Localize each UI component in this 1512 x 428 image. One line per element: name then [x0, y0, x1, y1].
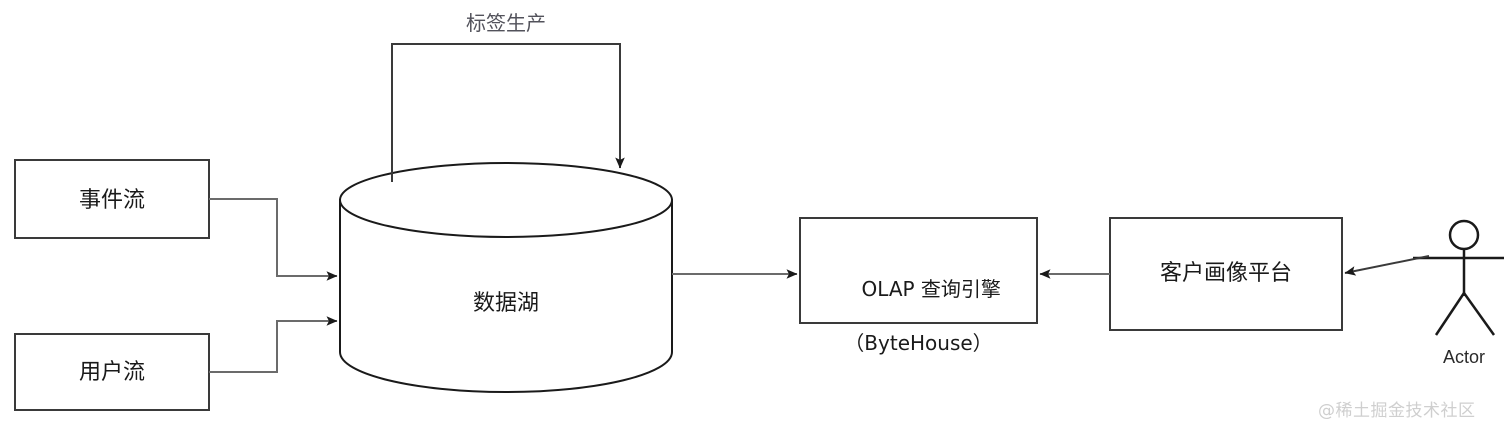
node-actor[interactable]	[1413, 219, 1504, 336]
actor-leg-right	[1462, 292, 1496, 336]
node-olap-engine[interactable]	[799, 217, 1038, 324]
watermark: @稀土掘金技术社区	[1318, 401, 1476, 421]
node-event-stream[interactable]	[14, 159, 210, 239]
edge-actor-to-profile	[1344, 255, 1430, 276]
actor-leg-left	[1434, 292, 1466, 336]
actor-head-icon	[1448, 219, 1480, 251]
node-profile-platform[interactable]	[1109, 217, 1343, 331]
node-user-stream[interactable]	[14, 333, 210, 411]
edge-pipeline-loop	[391, 43, 625, 182]
node-data-lake[interactable]	[339, 162, 673, 394]
edge-event-to-lake	[209, 198, 338, 281]
edge-user-to-lake	[209, 316, 338, 373]
